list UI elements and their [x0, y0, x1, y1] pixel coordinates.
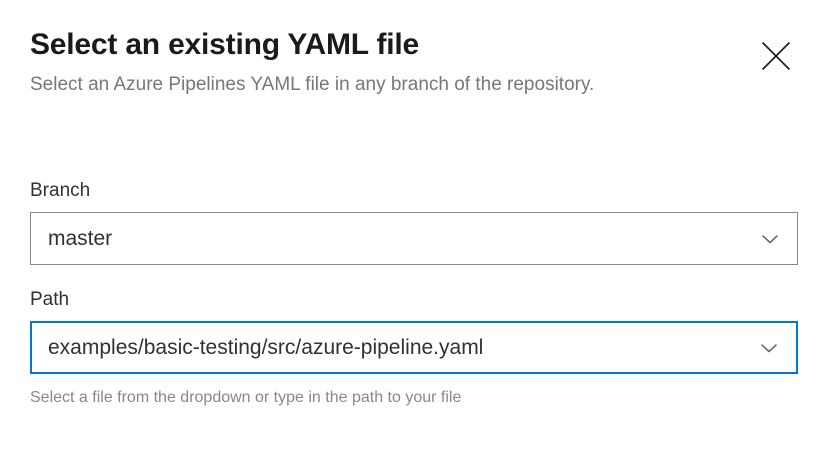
branch-field-block: Branch master [30, 178, 798, 265]
close-icon [761, 41, 791, 71]
form-area: Branch master Path examples/basic-testin… [30, 178, 798, 409]
chevron-down-icon[interactable] [743, 228, 797, 250]
path-dropdown[interactable]: examples/basic-testing/src/azure-pipelin… [30, 321, 798, 374]
path-help-text: Select a file from the dropdown or type … [30, 389, 462, 406]
dialog-subtitle: Select an Azure Pipelines YAML file in a… [30, 74, 595, 95]
branch-value: master [48, 226, 113, 250]
dialog-header: Select an existing YAML file Select an A… [30, 26, 770, 100]
path-value[interactable]: examples/basic-testing/src/azure-pipelin… [48, 335, 484, 359]
page-title: Select an existing YAML file [30, 28, 419, 61]
path-field-block: Path examples/basic-testing/src/azure-pi… [30, 287, 798, 409]
close-button[interactable] [754, 34, 798, 78]
branch-dropdown[interactable]: master [30, 212, 798, 265]
chevron-down-icon[interactable] [742, 337, 796, 359]
branch-label: Branch [30, 180, 91, 201]
path-label: Path [30, 289, 70, 310]
